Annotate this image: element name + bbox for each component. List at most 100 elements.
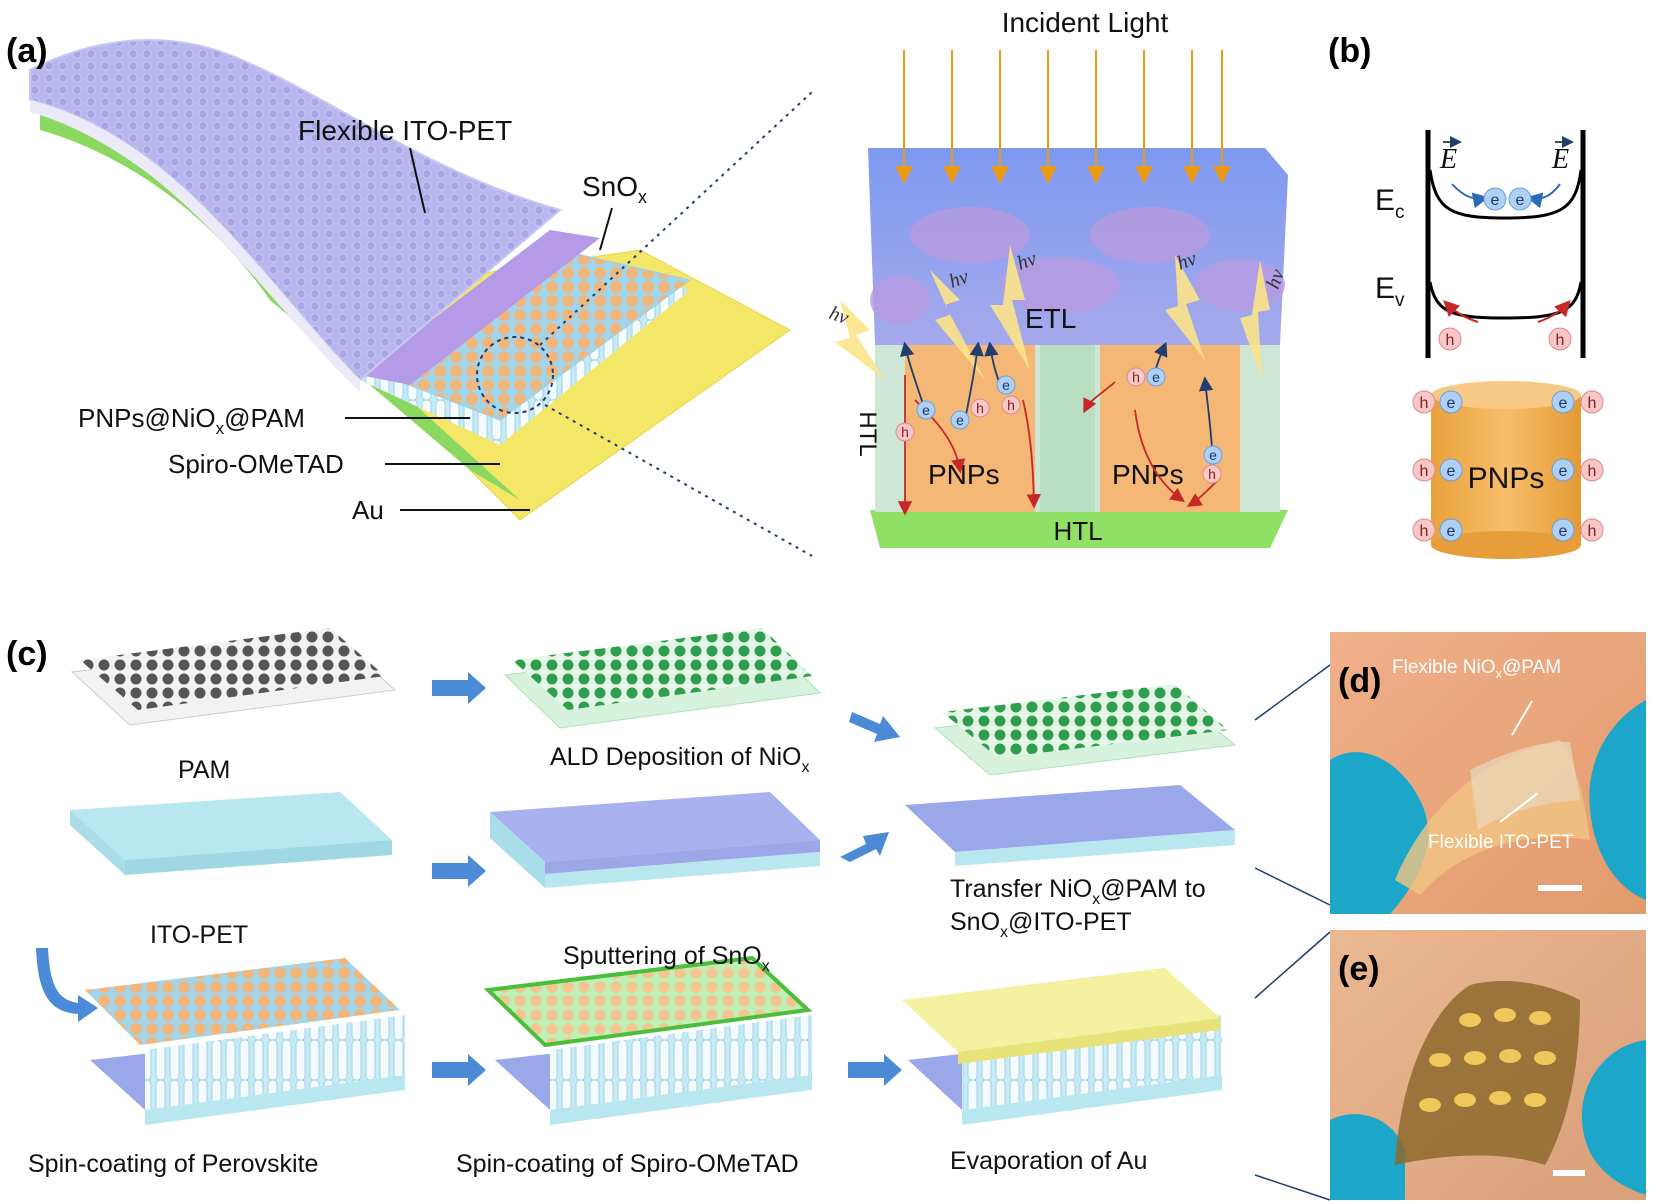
carrier-e: e (1551, 458, 1575, 482)
glove-right (1581, 1040, 1646, 1195)
step-evaporation-au: Evaporation of Au (950, 1147, 1147, 1175)
electron-drift-arrow (1451, 183, 1489, 209)
label-snox: SnOx (582, 171, 647, 207)
ito-pet-slab (70, 792, 392, 875)
callout-line (1254, 867, 1331, 906)
carrier-e: e (1146, 367, 1166, 387)
label-pnps-niox-pam: PNPs@NiOx@PAM (78, 403, 305, 438)
perovskite-stack (85, 958, 405, 1125)
process-arrow (432, 1054, 486, 1086)
svg-text:e: e (1152, 369, 1160, 385)
carrier-h: h (1580, 458, 1604, 482)
carrier-h: h (970, 398, 990, 418)
panel-label-b: (b) (1328, 32, 1371, 70)
panel-a-device: Flexible ITO-PET SnOx PNPs@NiOx@PAM Spir… (29, 38, 813, 557)
pnps-left-column (905, 345, 1035, 512)
photo-d-pointer (1511, 700, 1533, 736)
panel-a-cross-section: Incident Light HTL ETL HTL PNPs PNPs (826, 7, 1289, 548)
pnps-right-label: PNPs (1112, 459, 1184, 490)
panel-label-e: (e) (1338, 950, 1380, 988)
svg-text:h: h (1588, 395, 1597, 412)
svg-text:e: e (1447, 395, 1456, 412)
carrier-h: h (1412, 518, 1436, 542)
carrier-e: e (1439, 458, 1463, 482)
label-ito-pet: Flexible ITO-PET (298, 115, 512, 146)
label-au: Au (352, 495, 384, 525)
step-transfer-line2: SnOx@ITO-PET (950, 908, 1132, 941)
svg-text:h: h (901, 424, 909, 440)
svg-text:e: e (1559, 523, 1568, 540)
scale-bar (1553, 1170, 1585, 1176)
panel-label-a: (a) (6, 32, 48, 70)
etl-pore (1090, 207, 1210, 263)
process-arrow (432, 855, 486, 887)
process-arrow (849, 712, 900, 742)
etl-pore (910, 207, 1030, 263)
niox-pam-membrane (503, 628, 822, 729)
panel-d-photo: Flexible NiOx@PAM Flexible ITO-PET (1254, 632, 1646, 914)
spiro-stack (483, 955, 813, 1125)
svg-text:h: h (1420, 395, 1429, 412)
film-niox-region (1470, 741, 1580, 830)
carrier-h: h (1412, 458, 1436, 482)
svg-text:h: h (1556, 332, 1565, 349)
cylinder-carriers: h e e h h e e h h e e h (1412, 390, 1604, 542)
svg-text:h: h (1208, 466, 1216, 482)
panel-b: E E Ec Ev e e h h PNPs h e e h h e e h h… (1375, 130, 1604, 559)
carrier-h: h (1202, 464, 1222, 484)
carrier-e: e (1203, 445, 1223, 465)
transfer-stack (905, 684, 1237, 866)
snox-layer (360, 230, 600, 385)
svg-text:e: e (1516, 192, 1525, 209)
leader-ito (409, 147, 426, 214)
htl-gap (1040, 345, 1095, 512)
pnps-right-column (1100, 345, 1240, 512)
carrier-h: h (1438, 327, 1462, 351)
svg-text:e: e (922, 402, 930, 418)
etl-pore (1000, 257, 1120, 313)
pnps-cylinder-bottom (1431, 531, 1581, 559)
au-stack (902, 968, 1222, 1125)
leader-snox (599, 207, 613, 251)
carrier-h: h (1001, 395, 1021, 415)
callout-line (1254, 664, 1331, 721)
snox-ito-slab (490, 792, 820, 888)
step-sputtering: Sputtering of SnOx (563, 942, 770, 975)
light-rays (895, 50, 1231, 184)
step-transfer-line1: Transfer NiOx@PAM to (950, 875, 1206, 908)
carrier-e: e (1551, 518, 1575, 542)
svg-text:e: e (1559, 395, 1568, 412)
carrier-e: e (916, 400, 936, 420)
svg-text:e: e (1447, 463, 1456, 480)
photo-d-label-niox: Flexible NiOx@PAM (1392, 657, 1561, 681)
carrier-h: h (1126, 367, 1146, 387)
svg-text:e: e (1491, 192, 1500, 209)
carrier-e: e (950, 410, 970, 430)
step-spin-spiro: Spin-coating of Spiro-OMeTAD (456, 1150, 799, 1178)
au-electrodes (1419, 1008, 1556, 1112)
ev-label: Ev (1375, 272, 1405, 311)
zoom-line-top (539, 91, 813, 346)
panel-label-d: (d) (1338, 662, 1381, 700)
step-spin-perovskite: Spin-coating of Perovskite (28, 1150, 318, 1178)
etl-pore (870, 276, 930, 324)
svg-text:e: e (1209, 447, 1217, 463)
carrier-e: e (1439, 518, 1463, 542)
callout-line (1254, 931, 1331, 999)
field-label-left: E (1439, 144, 1457, 175)
panel-e-photo (1254, 930, 1646, 1201)
flexible-device (1395, 980, 1580, 1165)
svg-text:e: e (1002, 377, 1010, 393)
carrier-e: e (1508, 187, 1532, 211)
process-arrow (432, 672, 486, 704)
pnps-left-label: PNPs (928, 459, 1000, 490)
svg-text:h: h (1420, 463, 1429, 480)
incident-light-title: Incident Light (1002, 7, 1169, 38)
svg-text:h: h (1007, 397, 1015, 413)
svg-text:h: h (1588, 463, 1597, 480)
process-arrow (36, 948, 98, 1022)
glove-left (1330, 1114, 1405, 1200)
carrier-h: h (1580, 390, 1604, 414)
svg-text:h: h (1588, 523, 1597, 540)
